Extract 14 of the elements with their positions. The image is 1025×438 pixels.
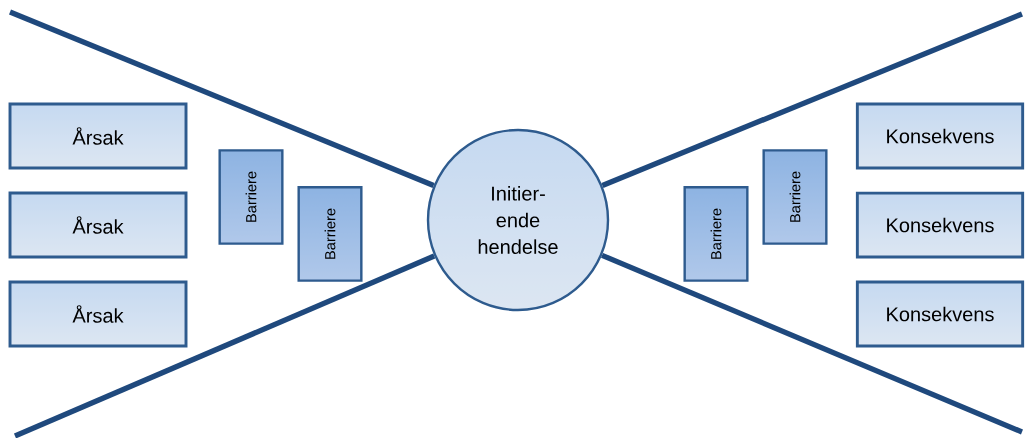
cause-box: Årsak [8,280,188,348]
barrier-box: Barriere [762,149,828,245]
bow-tie-line [13,253,436,438]
barrier-box: Barriere [218,149,284,245]
bow-tie-line [9,9,435,188]
bow-tie-line [601,252,1024,435]
barrier-box: Barriere [683,186,749,282]
consequence-box: Konsekvens [855,102,1025,170]
consequence-box: Konsekvens [855,280,1025,348]
cause-box: Årsak [8,191,188,259]
bow-tie-line [601,11,1023,188]
cause-box: Årsak [8,102,188,170]
consequence-box: Konsekvens [855,191,1025,259]
barrier-box: Barriere [297,186,363,282]
